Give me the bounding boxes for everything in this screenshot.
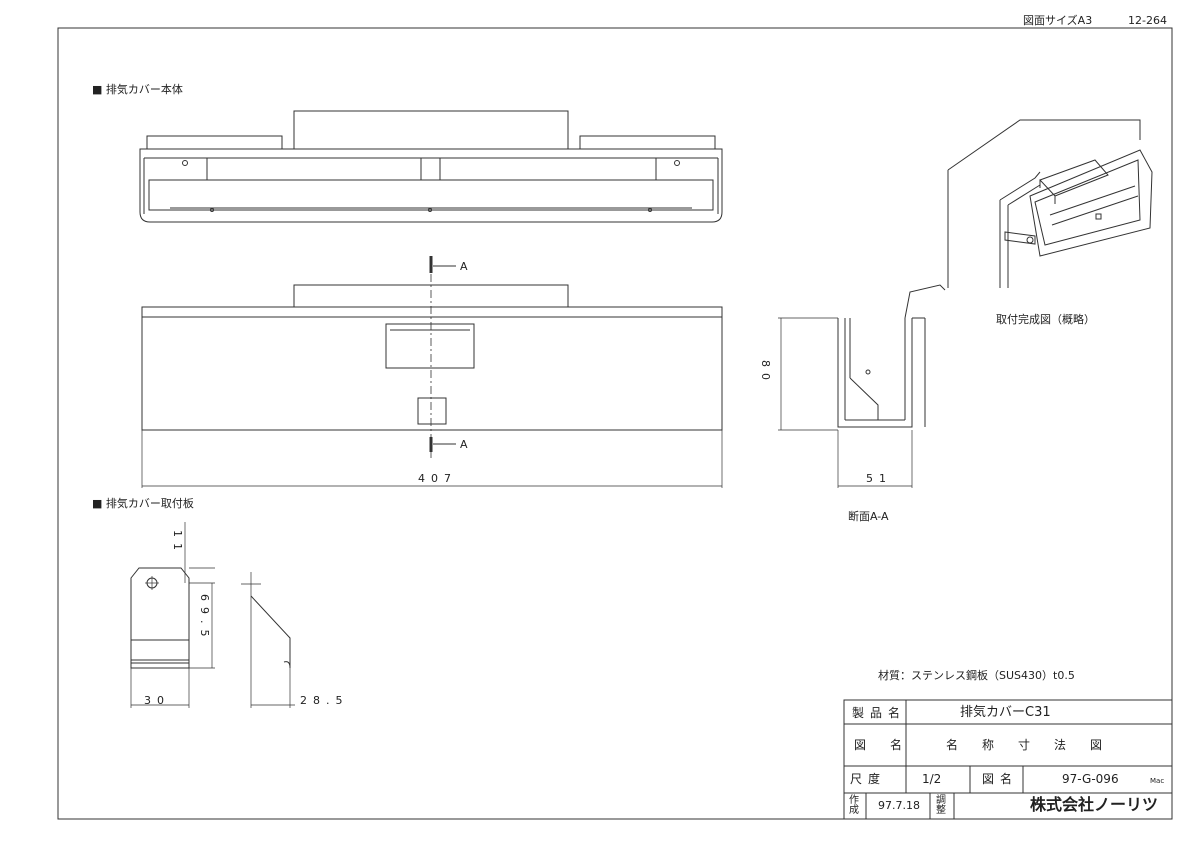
section-title-cover-body: ■ 排気カバー本体 — [92, 83, 183, 96]
product-name-label: 製品名 — [852, 706, 907, 720]
dimension-height-80: 80 — [759, 360, 772, 386]
drawing-name-label: 図 名 — [854, 738, 909, 752]
material-note: 材質：ステンレス鋼板（SUS430）t0.5 — [878, 669, 1075, 682]
created-label: 作成 — [849, 795, 859, 816]
title-block-grid — [843, 699, 1173, 820]
product-name-value: 排気カバーC31 — [960, 705, 1051, 720]
section-a-a-view — [778, 284, 946, 488]
company-name: 株式会社ノーリツ — [1030, 795, 1159, 814]
mac-mark: Mac — [1150, 777, 1165, 785]
section-mark-bottom: A — [460, 438, 468, 451]
dimension-depth-51: 51 — [866, 472, 892, 485]
created-date: 97.7.18 — [878, 799, 920, 812]
drawing-no-label: 図名 — [982, 772, 1019, 786]
sheet-border — [57, 27, 1173, 820]
sheet-size-label: 図面サイズA3 — [1023, 14, 1093, 27]
section-title-mount-plate: ■ 排気カバー取付板 — [92, 497, 194, 510]
drawing-no-value: 97-G-096 — [1062, 772, 1119, 786]
drawing-code: 12-264 — [1128, 14, 1167, 27]
adjust-label: 調整 — [936, 795, 946, 816]
mount-plate-side-view — [241, 572, 295, 708]
perspective-caption: 取付完成図（概略） — [996, 313, 1095, 326]
dimension-plate-28-5: 28.5 — [300, 694, 349, 707]
section-caption: 断面A-A — [848, 510, 889, 523]
drawing-name-value: 名 称 寸 法 図 — [946, 738, 1109, 752]
cover-top-view — [139, 110, 723, 223]
dimension-plate-11: 11 — [171, 530, 184, 556]
dimension-width-407: 407 — [418, 472, 457, 485]
cover-front-view — [141, 256, 723, 488]
section-mark-top: A — [460, 260, 468, 273]
mount-plate-front-view — [130, 522, 215, 708]
mounting-perspective-view — [947, 119, 1153, 288]
scale-label: 尺度 — [850, 772, 887, 786]
dimension-plate-69-5: 69.5 — [198, 594, 211, 643]
dimension-plate-30: 30 — [144, 694, 170, 707]
scale-value: 1/2 — [922, 772, 942, 786]
